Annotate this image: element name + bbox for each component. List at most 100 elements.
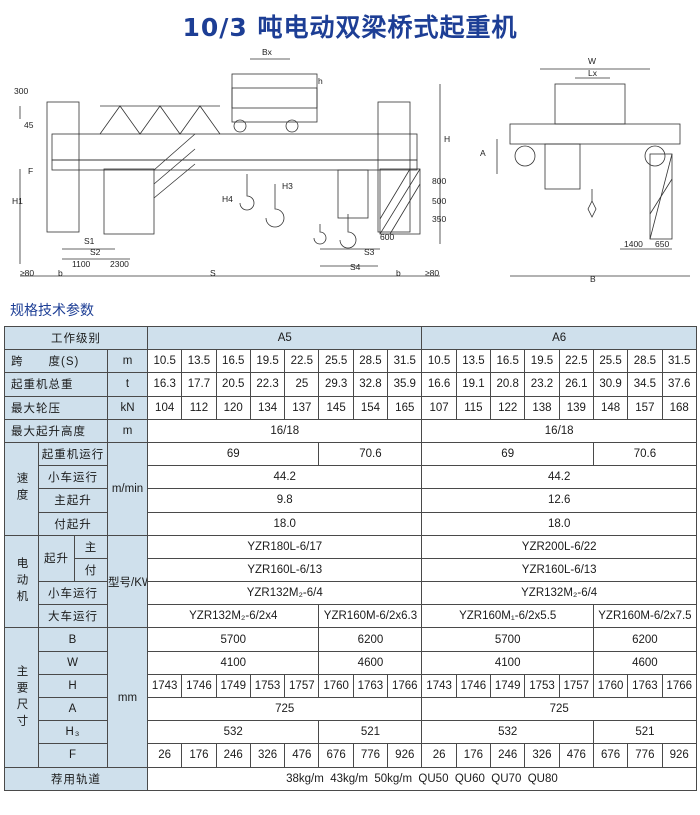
cell: 134 xyxy=(249,395,286,420)
cell: YZR132M₂-6/4 xyxy=(421,581,697,606)
cell: 1760 xyxy=(318,673,354,699)
label-350: 350 xyxy=(432,214,446,224)
cell: YZR160M-6/2x7.5 xyxy=(592,604,697,629)
cell: 16/18 xyxy=(146,418,423,443)
cell: 16/18 xyxy=(421,418,697,443)
cell: 44.2 xyxy=(146,465,423,490)
cell: 25 xyxy=(284,372,320,397)
cell: 4100 xyxy=(421,650,594,675)
cell: 521 xyxy=(318,720,423,745)
table-row: 主要尺寸 B mm 5700 6200 5700 6200 xyxy=(4,627,697,768)
row-label-f: F xyxy=(38,743,108,768)
cell: 23.2 xyxy=(524,372,560,397)
table-row: A 725 725 xyxy=(5,696,697,722)
row-label-weight: 起重机总重 xyxy=(4,372,108,397)
crane-drawings: Bx h 300 45 F H1 H4 H3 H 350 500 800 600… xyxy=(12,47,690,284)
cell: 16.6 xyxy=(421,372,457,397)
row-label-b: B xyxy=(38,627,108,652)
cell: 1757 xyxy=(558,673,594,699)
cell: YZR160L-6/13 xyxy=(421,557,697,583)
cell: 5700 xyxy=(421,627,594,652)
cell: 246 xyxy=(490,743,526,768)
cell: 17.7 xyxy=(181,372,217,397)
label-2300: 2300 xyxy=(110,259,129,269)
cell: 31.5 xyxy=(387,349,423,374)
label-b-right: b xyxy=(396,268,401,278)
cell: 25.5 xyxy=(592,349,629,374)
label-ge80-left: ≥80 xyxy=(20,268,34,278)
row-label-h3: H₃ xyxy=(38,720,108,745)
label-b-side: B xyxy=(590,274,596,284)
cell: 138 xyxy=(524,395,560,420)
grade-a6: A6 xyxy=(421,325,697,351)
unit-weight: t xyxy=(107,372,148,397)
cell: 70.6 xyxy=(592,441,697,467)
label-lx: Lx xyxy=(588,68,598,78)
cell: 4100 xyxy=(146,650,320,675)
cell: YZR160M-6/2x6.3 xyxy=(318,604,423,629)
table-row: 起重机总重 t 16.3 17.7 20.5 22.3 25 29.3 32.8… xyxy=(4,372,697,397)
row-label-w: W xyxy=(38,650,108,675)
page-title: 10/3 吨电动双梁桥式起重机 xyxy=(182,13,518,42)
cell: 1746 xyxy=(455,673,492,699)
cell: 1753 xyxy=(249,673,286,699)
cell: 37.6 xyxy=(661,372,697,397)
cell: YZR160L-6/13 xyxy=(146,557,423,583)
cell: 69 xyxy=(146,441,320,467)
cell: 6200 xyxy=(318,627,423,652)
label-600: 600 xyxy=(380,232,394,242)
label-s1: S1 xyxy=(84,236,95,246)
cell: 69 xyxy=(421,441,594,467)
group-label-dims: 主要尺寸 xyxy=(4,627,39,768)
cell: 16.5 xyxy=(215,349,251,374)
label-s: S xyxy=(210,268,216,278)
cell: 34.5 xyxy=(627,372,663,397)
cell: 1766 xyxy=(387,673,423,699)
cell: 28.5 xyxy=(627,349,663,374)
cell: 139 xyxy=(558,395,594,420)
row-label-aux-lift: 付起升 xyxy=(38,511,108,536)
row-label-rail: 荐用轨道 xyxy=(4,766,148,791)
table-row: 工作级别 A5 A6 xyxy=(4,325,697,351)
cell: 70.6 xyxy=(318,441,423,467)
cell: 176 xyxy=(455,743,492,768)
front-view-drawing xyxy=(19,58,441,277)
table-row: W 4100 4600 4100 4600 xyxy=(5,650,697,675)
table-row: 大车运行 YZR132M₂-6/2x4 YZR160M-6/2x6.3 YZR1… xyxy=(5,604,697,629)
cell: 676 xyxy=(592,743,629,768)
cell: 10.5 xyxy=(146,349,183,374)
cell: 115 xyxy=(455,395,492,420)
row-label-h: H xyxy=(38,673,108,699)
spec-section-title: 规格技术参数 xyxy=(10,303,94,319)
cell: 1763 xyxy=(627,673,663,699)
cell: 16.5 xyxy=(490,349,526,374)
label-s2: S2 xyxy=(90,247,101,257)
cell: YZR132M₂-6/4 xyxy=(146,581,423,606)
cell: 145 xyxy=(318,395,354,420)
cell: 1743 xyxy=(146,673,183,699)
cell: 1757 xyxy=(284,673,320,699)
label-h1: H1 xyxy=(12,196,23,206)
row-label-crane-speed: 起重机运行 xyxy=(38,441,108,467)
cell: 26 xyxy=(421,743,457,768)
cell: 476 xyxy=(558,743,594,768)
table-row: H₃ 532 521 532 521 xyxy=(5,720,697,745)
cell: 120 xyxy=(215,395,251,420)
row-label-lift: 最大起升高度 xyxy=(4,418,108,443)
row-label-main-lift: 主起升 xyxy=(38,488,108,513)
cell: 1760 xyxy=(592,673,629,699)
cell: 10.5 xyxy=(421,349,457,374)
cell: 676 xyxy=(318,743,354,768)
cell: 926 xyxy=(387,743,423,768)
cell: 926 xyxy=(661,743,697,768)
label-500: 500 xyxy=(432,196,446,206)
cell: YZR200L-6/22 xyxy=(421,534,697,559)
label-800: 800 xyxy=(432,176,446,186)
row-label-motor-crane: 大车运行 xyxy=(38,604,108,629)
cell: 12.6 xyxy=(421,488,697,513)
unit-span: m xyxy=(107,349,148,374)
cell: 26 xyxy=(146,743,183,768)
cell: 532 xyxy=(146,720,320,745)
cell: 20.8 xyxy=(490,372,526,397)
table-row: 付 YZR160L-6/13 YZR160L-6/13 xyxy=(5,557,697,583)
